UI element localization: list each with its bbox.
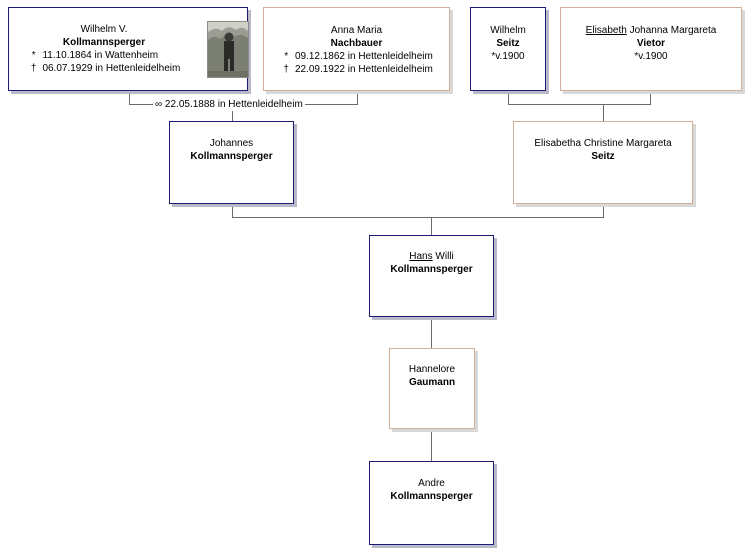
connector-line xyxy=(650,91,651,105)
person-card-andre-kollmannsperger[interactable]: Andre Kollmannsperger xyxy=(369,461,494,545)
other-given-names: Willi xyxy=(432,251,454,262)
other-given-names: Johanna Margareta xyxy=(626,25,717,36)
person-first-name: Anna Maria xyxy=(330,25,383,36)
connector-line xyxy=(508,104,651,105)
person-first-name: Johannes xyxy=(209,138,254,149)
person-surname: Kollmannsperger xyxy=(390,491,473,502)
person-card-wilhelm-seitz[interactable]: Wilhelm Seitz *v.1900 xyxy=(470,7,546,91)
connector-line xyxy=(431,429,432,461)
person-card-anna-maria-nachbauer[interactable]: Anna Maria Nachbauer * 09.12.1862 in Het… xyxy=(263,7,450,91)
call-name: Hans xyxy=(409,251,433,262)
connector-line xyxy=(603,105,604,121)
birth-date-place: 09.12.1862 in Hettenleidelheim xyxy=(294,51,433,62)
death-date-place: 22.09.1922 in Hettenleidelheim xyxy=(294,64,433,75)
death-symbol: † xyxy=(283,64,289,75)
death-line: † 22.09.1922 in Hettenleidelheim xyxy=(280,63,433,76)
person-surname: Kollmannsperger xyxy=(62,37,146,48)
birth-line: * 11.10.1864 in Wattenheim xyxy=(28,49,181,62)
marriage-symbol: ∞ xyxy=(155,99,163,110)
person-card-elisabeth-vietor[interactable]: Elisabeth Johanna Margareta Vietor *v.19… xyxy=(560,7,742,91)
birth-date-place: 11.10.1864 in Wattenheim xyxy=(42,50,159,61)
birth-line: *v.1900 xyxy=(561,50,741,63)
person-surname: Gaumann xyxy=(408,377,456,388)
person-card-hans-willi-kollmannsperger[interactable]: Hans Willi Kollmannsperger xyxy=(369,235,494,317)
person-first-name: Andre xyxy=(418,478,445,489)
person-surname: Nachbauer xyxy=(330,38,383,49)
person-surname: Seitz xyxy=(591,151,615,162)
birth-symbol: * xyxy=(31,50,36,61)
person-first-name: Hans Willi xyxy=(370,250,493,263)
marriage-date-place: 22.05.1888 in Hettenleidelheim xyxy=(164,99,303,110)
person-surname: Vietor xyxy=(636,38,666,49)
connector-line xyxy=(603,204,604,218)
person-first-name: Elisabeth Johanna Margareta xyxy=(561,24,741,37)
connector-line xyxy=(232,217,604,218)
person-surname: Kollmannsperger xyxy=(390,264,473,275)
person-first-name: Wilhelm V. xyxy=(80,24,128,35)
person-card-johannes-kollmannsperger[interactable]: Johannes Kollmannsperger xyxy=(169,121,294,204)
connector-line xyxy=(357,91,358,105)
connector-line xyxy=(232,204,233,218)
portrait-photo-icon xyxy=(207,21,249,78)
death-symbol: † xyxy=(30,63,37,74)
person-card-wilhelm-v-kollmannsperger[interactable]: Wilhelm V. Kollmannsperger * 11.10.1864 … xyxy=(8,7,249,91)
birth-line: * 09.12.1862 in Hettenleidelheim xyxy=(280,50,433,63)
person-surname: Seitz xyxy=(496,38,520,49)
call-name: Elisabeth xyxy=(585,25,627,36)
connector-line xyxy=(431,218,432,235)
person-surname: Kollmannsperger xyxy=(190,151,273,162)
marriage-label: ∞ 22.05.1888 in Hettenleidelheim xyxy=(153,98,305,111)
person-first-name: Wilhelm xyxy=(490,25,526,36)
death-line: † 06.07.1929 in Hettenleidelheim xyxy=(28,62,181,75)
birth-symbol: * xyxy=(284,51,289,62)
death-date-place: 06.07.1929 in Hettenleidelheim xyxy=(42,63,181,74)
connector-line xyxy=(508,91,509,105)
birth-symbol: * xyxy=(491,51,496,62)
birth-date: v.1900 xyxy=(638,51,668,62)
connector-line xyxy=(232,105,233,121)
birth-line: *v.1900 xyxy=(471,50,545,63)
connector-line xyxy=(431,317,432,348)
person-first-name: Elisabetha Christine Margareta xyxy=(534,138,672,149)
birth-date: v.1900 xyxy=(495,51,525,62)
person-card-hannelore-gaumann[interactable]: Hannelore Gaumann xyxy=(389,348,475,429)
birth-symbol: * xyxy=(634,51,639,62)
connector-line xyxy=(129,91,130,105)
person-first-name: Hannelore xyxy=(408,364,456,375)
person-card-elisabetha-seitz[interactable]: Elisabetha Christine Margareta Seitz xyxy=(513,121,693,204)
